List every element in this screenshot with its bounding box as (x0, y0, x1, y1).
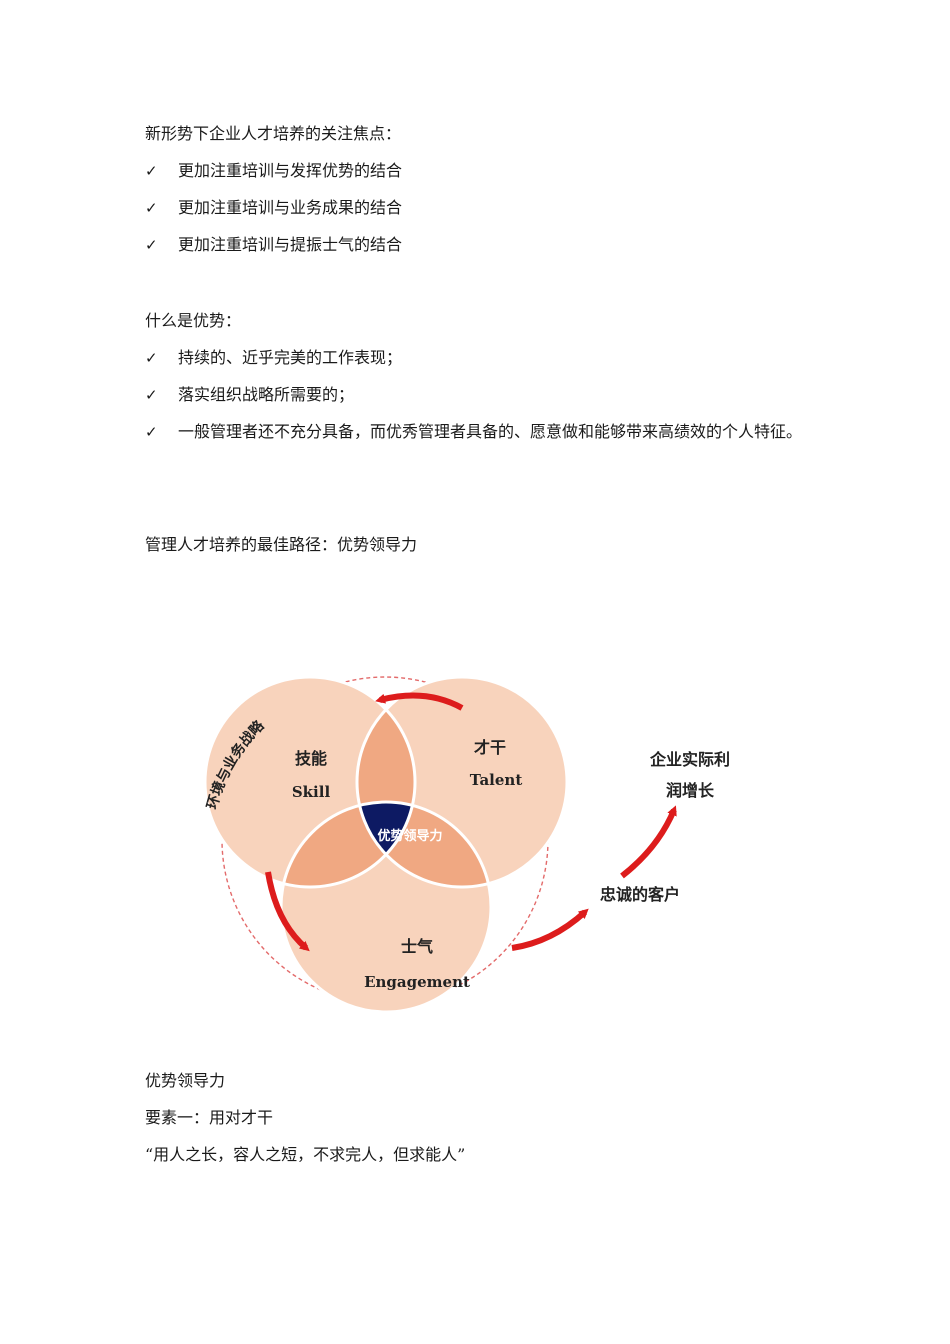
check-icon: ✓ (145, 236, 158, 254)
skill-label-cn: 技能 (295, 749, 327, 768)
section2-heading: 什么是优势： (145, 311, 242, 330)
skill-engagement-overlap (281, 802, 415, 887)
engagement-label-en: Engagement (364, 973, 470, 991)
focus-item-3: 更加注重培训与提振士气的结合 (178, 235, 403, 254)
center-label: 优势领导力 (377, 828, 442, 844)
profit-label-line1: 企业实际利 (649, 750, 730, 769)
section3-heading: 管理人才培养的最佳路径：优势领导力 (145, 535, 418, 554)
arrow-customer-to-profit (620, 805, 677, 879)
engagement-outline (279, 800, 493, 1014)
skill-label-en: Skill (292, 783, 331, 801)
check-icon: ✓ (145, 162, 158, 180)
strength-leadership-diagram: 环境与业务战略 技能 Skill 才干 Talent 士气 Engagement… (203, 675, 730, 1014)
strength-item-3: 一般管理者还不充分具备，而优秀管理者具备的、愿意做和能够带来高绩效的个人特征。 (178, 422, 803, 441)
skill-outline (203, 675, 417, 889)
strength-item-2: 落实组织战略所需要的； (178, 385, 355, 404)
arrow-talent-to-skill (375, 692, 464, 711)
check-icon: ✓ (145, 199, 158, 217)
talent-engagement-overlap (357, 802, 491, 887)
arrow-skill-to-engagement (265, 871, 310, 952)
profit-label-line2: 润增长 (666, 781, 715, 800)
quote: “用人之长，容人之短，不求完人，但求能人” (145, 1145, 466, 1164)
focus-item-1: 更加注重培训与发挥优势的结合 (178, 161, 403, 180)
check-icon: ✓ (145, 386, 158, 404)
focus-item-2: 更加注重培训与业务成果的结合 (178, 198, 403, 217)
section1-heading: 新形势下企业人才培养的关注焦点： (145, 124, 402, 143)
talent-label-en: Talent (470, 771, 523, 789)
talent-label-cn: 才干 (474, 738, 506, 757)
customer-label: 忠诚的客户 (600, 885, 680, 904)
engagement-label-cn: 士气 (401, 937, 433, 956)
strength-item-1: 持续的、近乎完美的工作表现； (178, 348, 403, 367)
element-one: 要素一：用对才干 (145, 1108, 274, 1127)
talent-outline (355, 675, 569, 889)
check-icon: ✓ (145, 349, 158, 367)
footer-title: 优势领导力 (145, 1071, 226, 1090)
check-icon: ✓ (145, 423, 158, 441)
arrow-engagement-to-customer (511, 908, 589, 951)
